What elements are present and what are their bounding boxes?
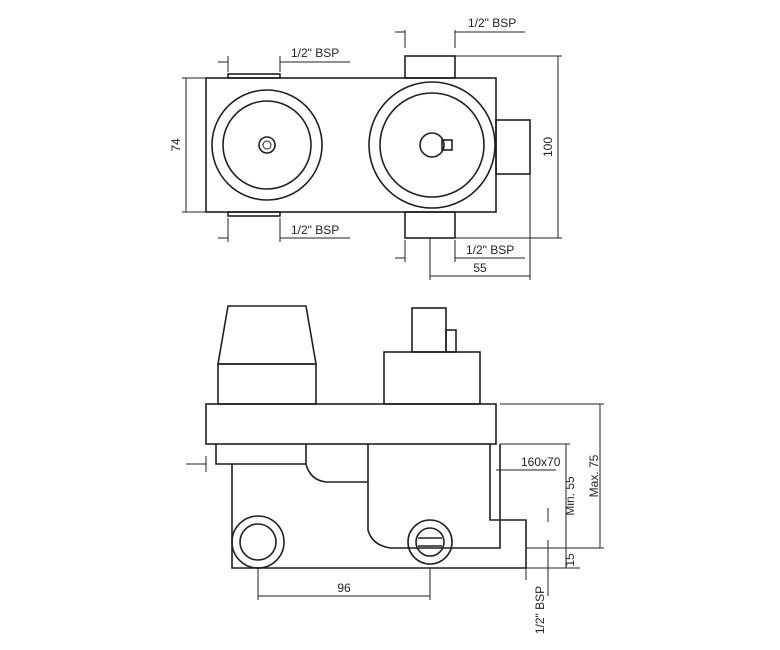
dim-min55-label: Min. 55 <box>563 476 577 516</box>
left-cap-base <box>217 363 317 405</box>
bsp-top-right-label: 1/2" BSP <box>468 16 516 30</box>
lower-pipe-body <box>231 444 527 569</box>
bottom-outlet-stub <box>404 211 456 239</box>
bsp-top-left-label: 1/2" BSP <box>291 46 339 60</box>
left-valve-spindle-core <box>262 140 272 150</box>
dim-74-label: 74 <box>169 138 183 152</box>
dim-max75-label: Max. 75 <box>587 454 601 497</box>
left-valve-outer <box>211 89 323 201</box>
right-pipe-end-outer <box>407 519 453 565</box>
dim-160x70-label: 160x70 <box>521 455 561 469</box>
left-cap <box>217 305 317 365</box>
left-top-connector <box>227 73 281 79</box>
left-pipe-end-inner <box>239 523 277 561</box>
right-valve-key <box>441 139 453 151</box>
top-view: 74 100 55 1/2" BSP 1/2" BSP 1/2" BSP <box>169 16 562 280</box>
left-bottom-connector <box>227 211 281 217</box>
bsp-side-bottom-label: 1/2" BSP <box>533 586 547 634</box>
side-view-body <box>215 444 501 549</box>
bsp-bottom-right-label: 1/2" BSP <box>466 243 514 257</box>
dim-15-label: 15 <box>563 553 577 567</box>
right-valve-spindle <box>419 132 445 158</box>
dim-100-label: 100 <box>541 137 555 157</box>
dim-55-label: 55 <box>473 261 487 275</box>
right-valve-inner <box>379 92 485 198</box>
inner-compartment <box>305 444 369 482</box>
cover-plate <box>205 403 497 445</box>
dim-96-label: 96 <box>337 581 351 595</box>
right-handle-stem <box>411 307 447 353</box>
left-valve-spindle <box>258 136 276 154</box>
right-handle-base <box>383 351 481 405</box>
right-pipe-end-inner <box>415 527 445 557</box>
right-outlet-stub <box>495 119 531 175</box>
bsp-bottom-left-label: 1/2" BSP <box>291 223 339 237</box>
left-valve-inner <box>222 100 312 190</box>
right-handle-lever <box>445 329 457 353</box>
top-inlet-stub <box>404 55 456 79</box>
right-valve-outer <box>368 81 496 209</box>
side-view: 160x70 Min. 55 Max. 75 15 96 1/2" BSP <box>186 305 604 634</box>
